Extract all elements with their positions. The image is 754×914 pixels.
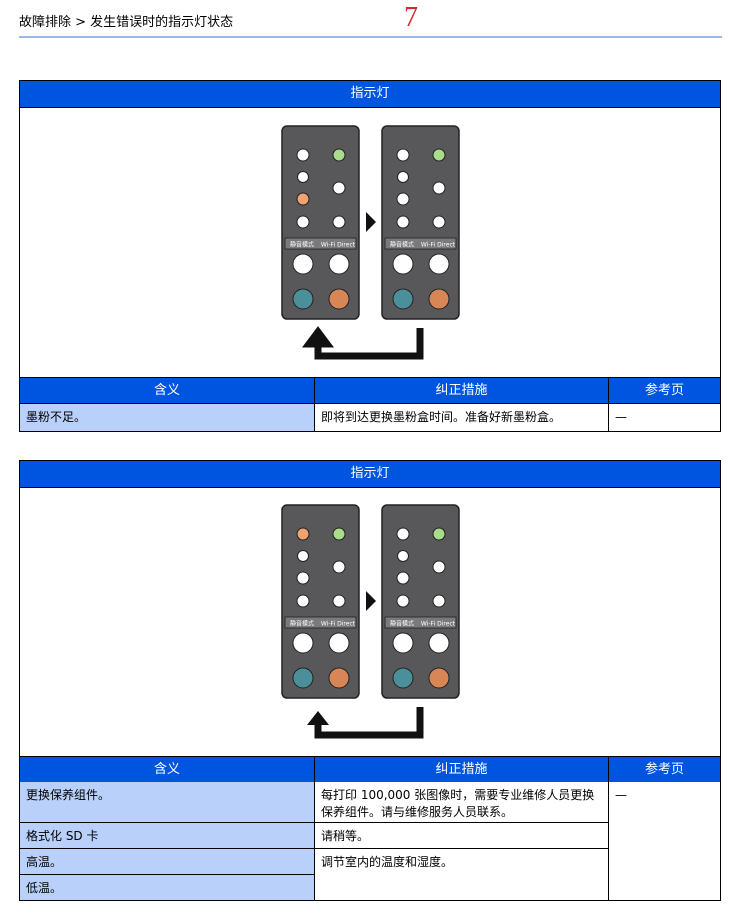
cancel-button bbox=[428, 667, 450, 689]
jam-led bbox=[296, 215, 310, 229]
meaning-cell: 高温。 bbox=[20, 848, 314, 874]
wifi-direct-label: Wi-Fi Direct bbox=[421, 621, 456, 628]
table-body: 含义 纠正措施 参考页 墨粉不足。 即将到达更换墨粉盒时间。准备好新墨粉盒。 — bbox=[20, 378, 720, 431]
indicator-figure: 静音模式 Wi-Fi Direct 静音模式 Wi-Fi Direct bbox=[20, 488, 720, 757]
ready-led bbox=[332, 527, 346, 541]
paper-led bbox=[296, 571, 310, 585]
action-cell: 即将到达更换墨粉盒时间。准备好新墨粉盒。 bbox=[314, 404, 608, 431]
wifi-direct-label: Wi-Fi Direct bbox=[421, 242, 456, 249]
jam-led bbox=[396, 594, 410, 608]
loop-arrow-icon bbox=[314, 707, 424, 739]
table-body: 含义 纠正措施 参考页 更换保养组件。 每打印 100,000 张图像时，需要专… bbox=[20, 757, 720, 900]
attention-led-lit bbox=[296, 527, 310, 541]
meaning-cell: 格式化 SD 卡 bbox=[20, 822, 314, 848]
cancel-button bbox=[428, 288, 450, 310]
ready-led bbox=[432, 527, 446, 541]
toner-led bbox=[297, 550, 309, 562]
sleep-led bbox=[432, 181, 446, 195]
wifi-direct-label: Wi-Fi Direct bbox=[321, 621, 356, 628]
led-panel-diagram: 静音模式 Wi-Fi Direct 静音模式 Wi-Fi Direct bbox=[281, 125, 460, 360]
col-header-action: 纠正措施 bbox=[314, 757, 608, 783]
cancel-button bbox=[328, 667, 350, 689]
ready-led bbox=[432, 148, 446, 162]
meaning-cell: 低温。 bbox=[20, 874, 314, 900]
quiet-mode-label: 静音模式 bbox=[290, 241, 314, 249]
toner-led bbox=[397, 171, 409, 183]
action-cell: 每打印 100,000 张图像时，需要专业维修人员更换保养组件。请与维修服务人员… bbox=[314, 782, 608, 822]
jam-led bbox=[396, 215, 410, 229]
led-panel-left: 静音模式 Wi-Fi Direct bbox=[281, 125, 360, 320]
led-panel-right: 静音模式 Wi-Fi Direct bbox=[381, 504, 460, 699]
meaning-cell: 墨粉不足。 bbox=[20, 404, 314, 431]
cancel-button bbox=[328, 288, 350, 310]
paper-led-lit bbox=[296, 192, 310, 206]
transition-arrow-icon bbox=[366, 212, 376, 232]
ref-cell: — bbox=[608, 782, 720, 900]
quiet-mode-button bbox=[292, 253, 314, 275]
indicator-table-maintenance: 指示灯 静音模式 Wi-Fi Direct bbox=[19, 460, 721, 901]
ready-led bbox=[332, 148, 346, 162]
header-rule bbox=[19, 36, 722, 38]
attention-led bbox=[396, 527, 410, 541]
sleep-led bbox=[332, 181, 346, 195]
go-button bbox=[292, 288, 314, 310]
wifi-direct-button bbox=[328, 253, 350, 275]
wifi-led bbox=[432, 594, 446, 608]
quiet-mode-button bbox=[392, 632, 414, 654]
col-header-ref: 参考页 bbox=[608, 757, 720, 783]
wifi-direct-button bbox=[428, 253, 450, 275]
quiet-mode-button bbox=[292, 632, 314, 654]
quiet-mode-button bbox=[392, 253, 414, 275]
sleep-led bbox=[432, 560, 446, 574]
led-panel-left: 静音模式 Wi-Fi Direct bbox=[281, 504, 360, 699]
sleep-led bbox=[332, 560, 346, 574]
wifi-direct-button bbox=[428, 632, 450, 654]
go-button bbox=[392, 288, 414, 310]
action-cell: 请稍等。 bbox=[314, 822, 608, 848]
attention-led bbox=[296, 148, 310, 162]
go-button bbox=[292, 667, 314, 689]
breadcrumb: 故障排除 > 发生错误时的指示灯状态 bbox=[19, 15, 234, 30]
meaning-cell: 更换保养组件。 bbox=[20, 782, 314, 822]
paper-led bbox=[396, 192, 410, 206]
go-button bbox=[392, 667, 414, 689]
col-header-ref: 参考页 bbox=[608, 378, 720, 404]
action-cell: 调节室内的温度和湿度。 bbox=[314, 848, 608, 900]
transition-arrow-icon bbox=[366, 591, 376, 611]
table-title: 指示灯 bbox=[20, 81, 720, 108]
indicator-figure: 静音模式 Wi-Fi Direct 静音模式 Wi-Fi Direct bbox=[20, 108, 720, 378]
wifi-led bbox=[332, 215, 346, 229]
wifi-direct-button bbox=[328, 632, 350, 654]
col-header-meaning: 含义 bbox=[20, 378, 314, 404]
led-panel-right: 静音模式 Wi-Fi Direct bbox=[381, 125, 460, 320]
paper-led bbox=[396, 571, 410, 585]
col-header-action: 纠正措施 bbox=[314, 378, 608, 404]
wifi-direct-label: Wi-Fi Direct bbox=[321, 242, 356, 249]
quiet-mode-label: 静音模式 bbox=[290, 620, 314, 628]
quiet-mode-label: 静音模式 bbox=[390, 241, 414, 249]
wifi-led bbox=[432, 215, 446, 229]
jam-led bbox=[296, 594, 310, 608]
toner-led bbox=[297, 171, 309, 183]
chapter-number: 7 bbox=[404, 2, 418, 33]
wifi-led bbox=[332, 594, 346, 608]
ref-cell: — bbox=[608, 404, 720, 431]
col-header-meaning: 含义 bbox=[20, 757, 314, 783]
table-title: 指示灯 bbox=[20, 461, 720, 488]
attention-led bbox=[396, 148, 410, 162]
led-panel-diagram: 静音模式 Wi-Fi Direct 静音模式 Wi-Fi Direct bbox=[281, 504, 460, 739]
quiet-mode-label: 静音模式 bbox=[390, 620, 414, 628]
toner-led bbox=[397, 550, 409, 562]
indicator-table-toner-low: 指示灯 静音模式 Wi-Fi Direct bbox=[19, 80, 721, 432]
